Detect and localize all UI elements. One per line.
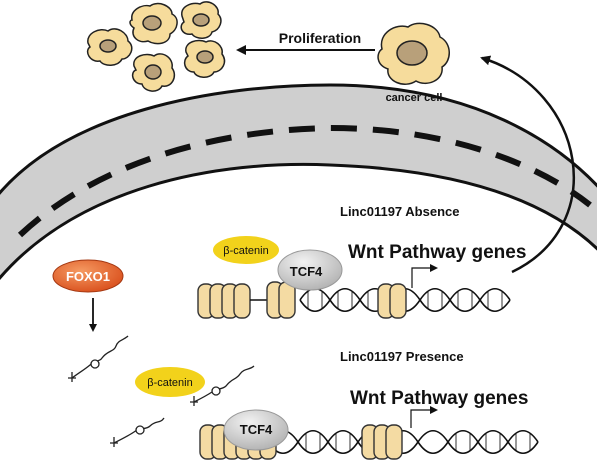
absence-title: Linc01197 Absence — [340, 204, 459, 219]
tcf4-label-top: TCF4 — [290, 264, 323, 279]
beta-catenin-top: β-catenin — [213, 236, 279, 264]
beta-catenin-label-top: β-catenin — [223, 245, 268, 257]
presence-dna-panel: TCF4 β-catenin Wnt Pathway genes — [135, 367, 539, 460]
cell-4 — [183, 39, 226, 78]
cancer-cell-label: cancer cell — [386, 92, 443, 104]
nucleosome-right-bottom — [361, 424, 403, 460]
tcf4-label-bottom: TCF4 — [240, 422, 273, 437]
cell-5 — [131, 53, 176, 92]
tss-arrow-bottom — [410, 406, 438, 428]
lncrna-2 — [110, 417, 165, 447]
proliferation-label: Proliferation — [279, 30, 361, 46]
absence-dna-panel: TCF4 β-catenin Wnt Pathway genes — [197, 236, 526, 319]
tss-arrow-top — [411, 264, 438, 288]
presence-title: Linc01197 Presence — [340, 349, 464, 364]
cell-1 — [129, 2, 178, 45]
foxo1-label: FOXO1 — [66, 269, 110, 284]
beta-catenin-label-bottom: β-catenin — [147, 377, 192, 389]
cell-2 — [180, 1, 222, 39]
tcf4-protein-bottom: TCF4 — [223, 409, 289, 451]
foxo1-protein: FOXO1 — [52, 259, 124, 293]
cell-3 — [86, 28, 133, 66]
lncrna-3 — [190, 365, 255, 406]
cancer-cell — [377, 22, 450, 85]
nuclear-membrane — [0, 83, 597, 281]
wnt-to-cell-arrow — [480, 55, 575, 274]
nucleosome-stack-top — [197, 283, 268, 319]
nucleosome-mid-top — [266, 281, 296, 319]
tcf4-protein-top: TCF4 — [277, 249, 343, 291]
wnt-genes-label-top: Wnt Pathway genes — [348, 242, 526, 263]
beta-catenin-bottom: β-catenin — [135, 367, 205, 397]
lncrna-1 — [68, 335, 129, 382]
wnt-genes-label-bottom: Wnt Pathway genes — [350, 388, 528, 409]
lncrna-molecules — [68, 335, 255, 447]
proliferating-cells — [86, 1, 226, 92]
nucleosome-right-top — [377, 283, 407, 319]
dna-helix-bottom — [267, 429, 539, 455]
